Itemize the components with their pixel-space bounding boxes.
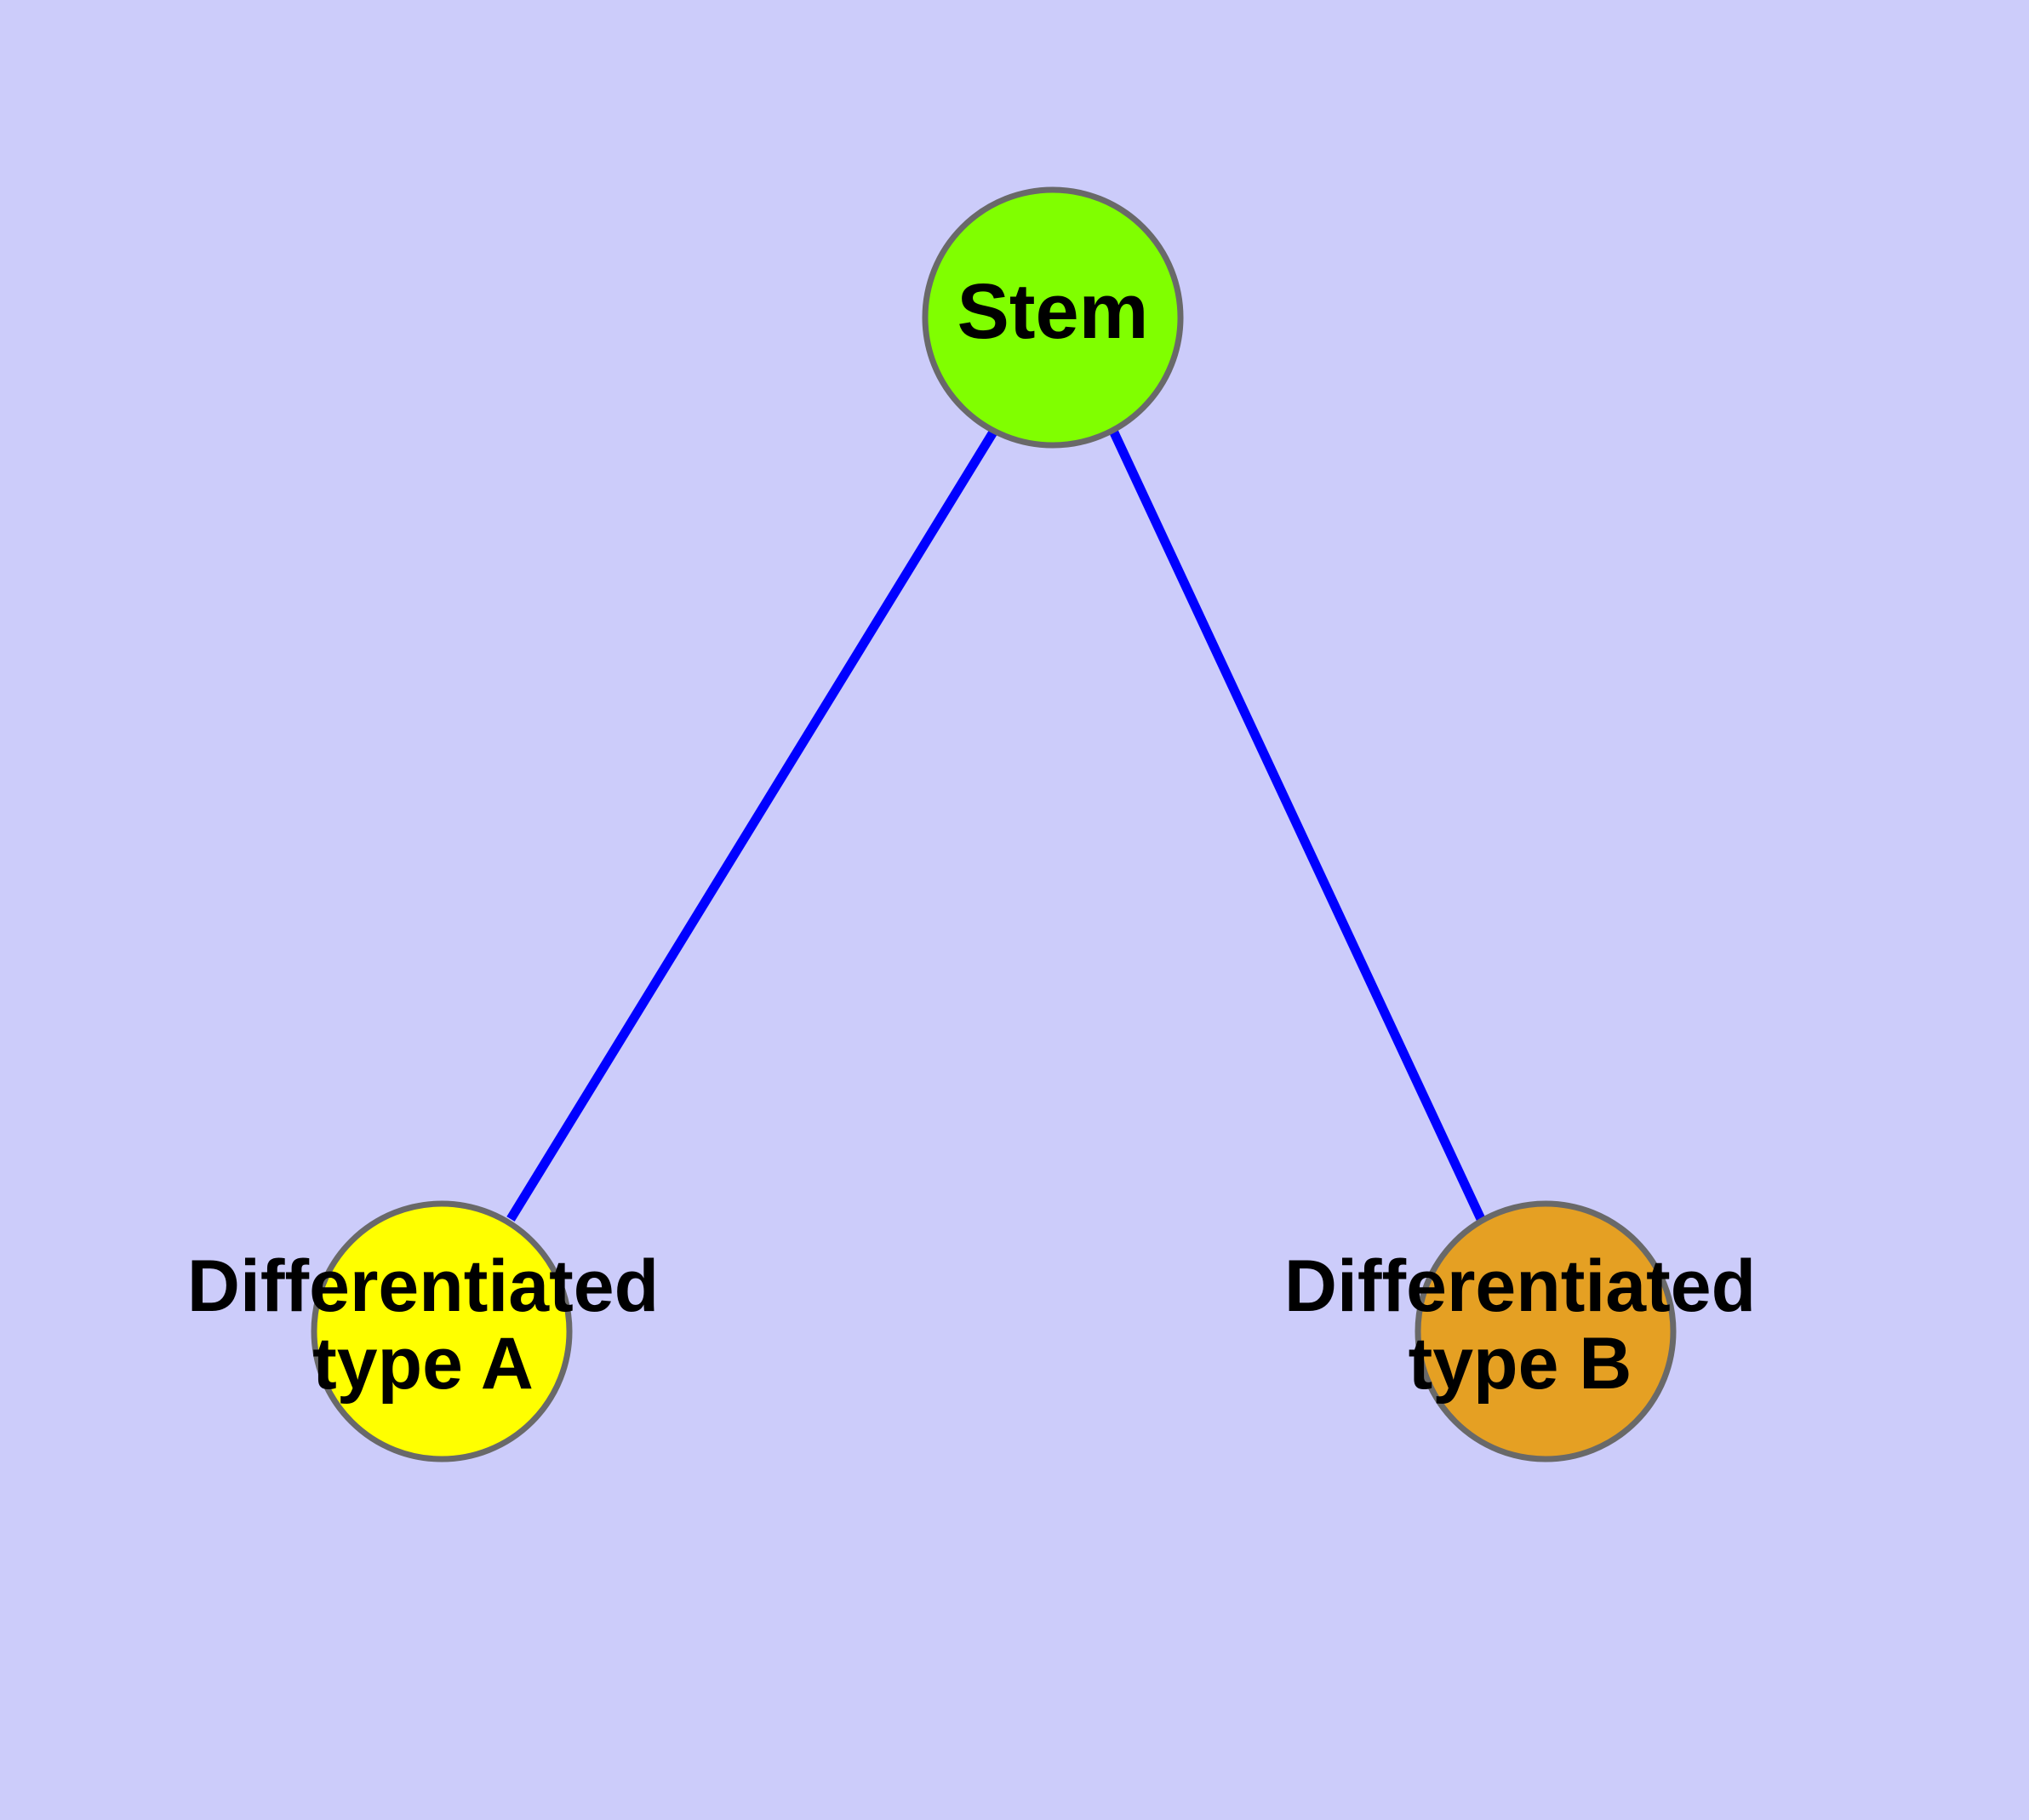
- node-stem[interactable]: [922, 186, 1184, 449]
- node-layer: [311, 186, 1677, 1462]
- node-differentiated-type-a[interactable]: [311, 1200, 573, 1462]
- edge-stem-to-differentiated-type-b[interactable]: [1109, 428, 1485, 1222]
- edge-stem-to-differentiated-type-a[interactable]: [506, 428, 998, 1222]
- edge-layer: [506, 428, 1485, 1222]
- node-differentiated-type-b[interactable]: [1415, 1200, 1677, 1462]
